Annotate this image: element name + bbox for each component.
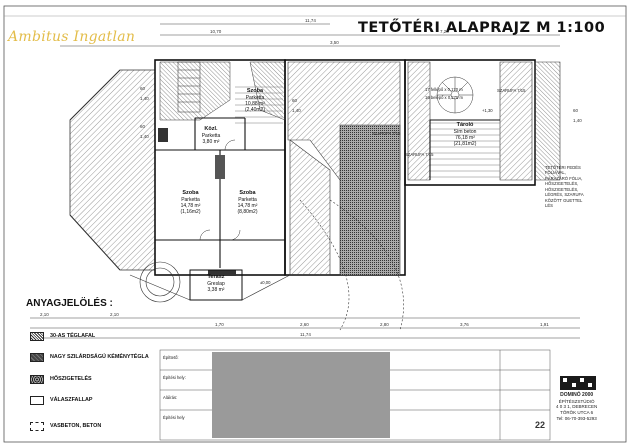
dim-bot-b: 2,10: [110, 312, 119, 317]
firm-info: DOMINÓ 2000 ÉPÍTÉSZSTÚDIÓ 4 0 3 1, DEBRE…: [556, 392, 598, 422]
dim-bot-d: 2,60: [300, 322, 309, 327]
firm-logo-icon: [560, 376, 596, 390]
legend-swatch-icon: [30, 331, 44, 341]
stair-line-1: 17 fellépő x 0,170 m: [425, 87, 463, 92]
legend-item-insulation: HŐSZIGETELÉS: [30, 374, 92, 384]
legend-swatch-icon: [30, 374, 44, 384]
room-kozl: Közl. Parketta 3,80 m²: [201, 126, 221, 145]
legend-swatch-icon: [30, 352, 44, 362]
spiral-stair: [436, 76, 474, 114]
dim-left-d: 1,40: [140, 134, 149, 139]
dim-left-b: 1,40: [140, 96, 149, 101]
bottom-dimension-lines: [30, 317, 580, 339]
side-note: TETŐTÉRI FEDÉS FÓLIÁVAL, PÁRAZÁRÓ FÓLIA,…: [545, 165, 584, 209]
dim-mid-c: 60: [573, 108, 579, 113]
dim-top-b: 7,20: [440, 29, 449, 34]
dim-left-a: 60: [140, 86, 146, 91]
tb-owner-label: Építtető:: [163, 355, 179, 360]
rafter-label-3: SZARUFA 7/15: [497, 88, 526, 93]
legend-swatch-icon: [30, 421, 44, 431]
elevation-mark: ±0,00: [260, 280, 271, 285]
dim-top-total: 11,74: [305, 18, 316, 23]
dim-bot-e: 2,80: [380, 322, 389, 327]
redacted-block: [212, 352, 390, 438]
room-szoba-1: Szoba Parketta 10,88 m² (2,40m2): [244, 88, 265, 113]
dim-bot-a: 2,10: [40, 312, 49, 317]
dim-mid-a: 60: [292, 98, 298, 103]
room-szoba-2: Szoba Parketta 14,78 m² (1,16m2): [180, 190, 201, 215]
dim-top-c: 3,50: [330, 40, 339, 45]
dim-bot-g: 1,91: [540, 322, 549, 327]
tb-site2-label: Építési hely: [163, 415, 185, 420]
dim-mid-b: 1,40: [292, 108, 301, 113]
dim-left-c: 60: [140, 124, 146, 129]
room-szoba-3: Szoba Parketta 14,78 m² (8,80m2): [237, 190, 258, 215]
door-swings: [199, 139, 241, 241]
dim-bot-f: 3,76: [460, 322, 469, 327]
legend-item-concrete: VASBETON, BETON: [30, 421, 101, 431]
sheet-number: 22: [535, 420, 546, 430]
sheet-border: [3, 5, 627, 443]
room-tarolo: Tároló Sím beton 76,18 m² (21,81m2): [453, 122, 477, 147]
level-mark: +1,30: [482, 108, 493, 113]
tb-signature-label: Aláírás:: [163, 395, 178, 400]
brand-watermark: Ambitus Ingatlan: [8, 29, 136, 45]
roof-hatch-left: [69, 69, 156, 271]
page-title: TETŐTÉRI ALAPRAJZ M 1:100: [358, 20, 606, 36]
legend-item-partition: VÁLASZFALLAP: [30, 395, 93, 405]
legend-item-chimney-brick: NAGY SZILÁRDSÁGÚ KÉMÉNYTÉGLA: [30, 352, 149, 362]
legend-item-brick: 30-AS TÉGLAFAL: [30, 331, 95, 341]
interior-walls: [155, 117, 500, 268]
dim-top-a: 10,70: [210, 29, 222, 34]
stair-line-2: 16 belépő x 0,275 m: [425, 95, 463, 100]
room-terasz: Terasz Greslap 3,38 m²: [207, 274, 225, 293]
tb-site-label: Építési hely:: [163, 375, 186, 380]
dim-mid-d: 1,40: [573, 118, 582, 123]
straight-stair: [177, 61, 201, 113]
dim-bot-c: 1,70: [215, 322, 224, 327]
dim-bot-total: 11,74: [300, 332, 311, 337]
rafter-label-2: SZARUFA 7/15: [405, 152, 434, 157]
legend-swatch-icon: [30, 395, 44, 405]
legend-title: ANYAGJELÖLÉS :: [26, 298, 113, 309]
rafter-label-1: SZARUFA 7/15: [372, 131, 401, 136]
top-dimension-lines: [60, 23, 560, 47]
